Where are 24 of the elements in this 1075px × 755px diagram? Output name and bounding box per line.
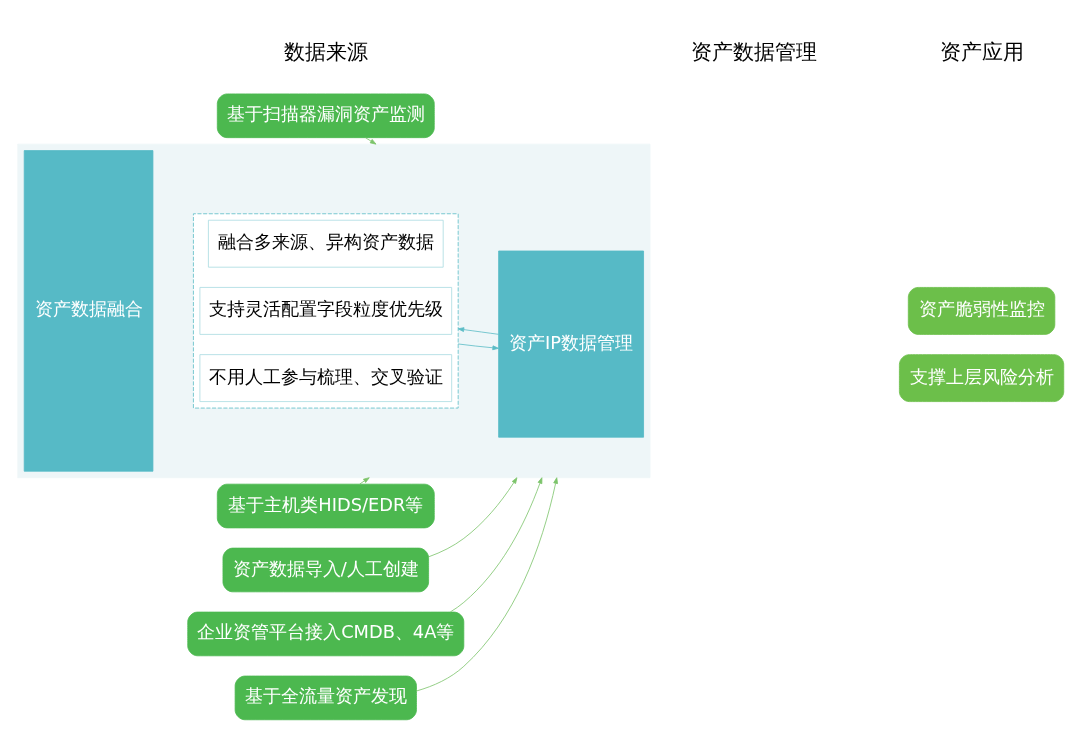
label: 资产数据管理 [690,39,817,65]
node-box: 资产数据导入/人工创建 [222,547,429,593]
node-box: 资产数据融合 [23,150,154,472]
arrow [359,477,370,485]
node-box: 基于主机类HIDS/EDR等 [216,483,435,529]
cluster [17,143,651,479]
cluster [193,213,459,409]
node-box: 资产脆弱性监控 [907,287,1056,335]
arrow [416,477,558,692]
node-box: 资产IP数据管理 [498,250,644,438]
node-box: 支持灵活配置字段粒度优先级 [199,287,453,335]
arrow [449,477,543,613]
node-box: 融合多来源、异构资产数据 [208,219,444,268]
node-box: 支撑上层风险分析 [899,354,1065,402]
node-box: 基于全流量资产发现 [234,675,417,721]
node-box: 不用人工参与梳理、交叉验证 [199,354,453,402]
arrow [457,343,499,351]
node-box: 基于扫描器漏洞资产监测 [216,93,435,139]
arrow [428,477,518,558]
node-box: 企业资管平台接入CMDB、4A等 [187,611,465,657]
arrow [365,137,377,145]
label: 资产应用 [939,39,1024,65]
arrow [457,327,499,335]
label: 数据来源 [283,39,368,65]
